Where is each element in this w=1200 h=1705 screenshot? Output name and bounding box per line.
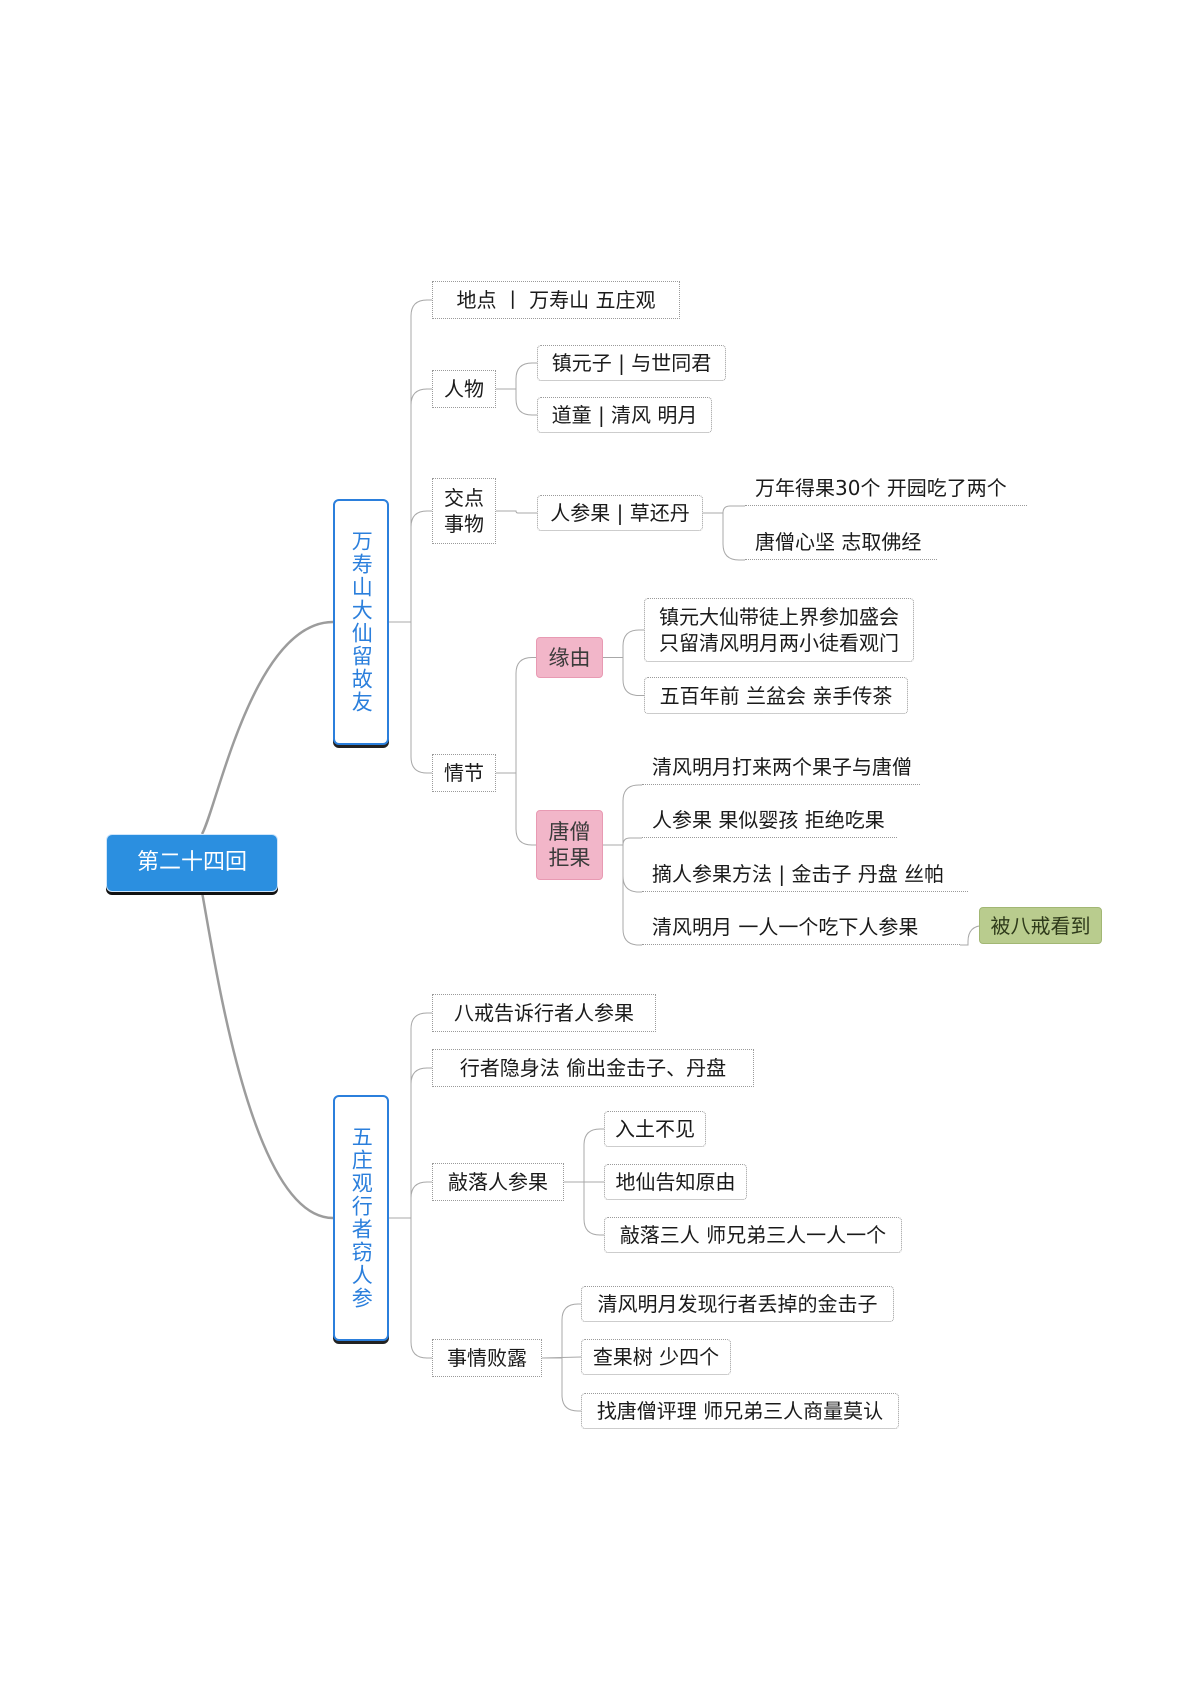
topic-found-hammer[interactable]: 清风明月发现行者丢掉的金击子 <box>581 1286 894 1322</box>
subtopic-label: 事情败露 <box>447 1346 527 1370</box>
topic-daotong[interactable]: 道童 | 清风 明月 <box>537 397 712 433</box>
topic-500-years-ago[interactable]: 五百年前 兰盆会 亲手传茶 <box>644 677 908 714</box>
topic-eaten[interactable]: 清风明月 一人一个吃下人参果 <box>642 909 960 945</box>
subtopic-invisibility[interactable]: 行者隐身法 偷出金击子、丹盘 <box>432 1049 754 1087</box>
root-topic-label: 第二十四回 <box>136 850 247 875</box>
topic-label: 敲落三人 师兄弟三人一人一个 <box>619 1223 887 1247</box>
topic-label: 清风明月打来两个果子与唐僧 <box>652 754 912 779</box>
topic-seen-by-bajie[interactable]: 被八戒看到 <box>979 907 1102 944</box>
subtopic-bajie-tells[interactable]: 八戒告诉行者人参果 <box>432 994 656 1032</box>
topic-renshenguo[interactable]: 人参果 | 草还丹 <box>537 495 703 531</box>
connector-line <box>542 1357 581 1412</box>
topic-reason[interactable]: 缘由 <box>536 637 603 678</box>
connector-line <box>496 388 537 416</box>
topic-fruit-count[interactable]: 万年得果30个 开园吃了两个 <box>745 470 1027 506</box>
topic-label: 清风明月 一人一个吃下人参果 <box>652 914 919 939</box>
subtopic-label: 敲落人参果 <box>448 1170 548 1194</box>
connector-line <box>496 657 536 774</box>
connector-line <box>389 510 432 623</box>
topic-four-missing[interactable]: 查果树 少四个 <box>581 1339 731 1375</box>
subtopic-knock-fruit[interactable]: 敲落人参果 <box>432 1163 564 1201</box>
topic-label: 道童 | 清风 明月 <box>551 403 698 427</box>
subtopic-key-items[interactable]: 交点 事物 <box>432 478 496 544</box>
connector-line <box>389 1217 432 1359</box>
topic-label: 清风明月发现行者丢掉的金击子 <box>597 1292 878 1316</box>
connector-line <box>389 388 432 623</box>
topic-tang-refuses[interactable]: 唐僧 拒果 <box>536 810 603 880</box>
connector-line <box>542 1303 581 1359</box>
topic-label: 找唐僧评理 师兄弟三人商量莫认 <box>596 1399 884 1423</box>
topic-label: 镇元子 | 与世同君 <box>551 351 712 375</box>
topic-label: 摘人参果方法 | 金击子 丹盘 丝帕 <box>652 861 945 886</box>
connector-line <box>603 657 644 696</box>
connector-line <box>389 1181 432 1219</box>
topic-label: 缘由 <box>548 645 591 670</box>
subtopic-label: 情节 <box>444 761 484 785</box>
connector-line <box>603 844 642 946</box>
topic-label: 查果树 少四个 <box>592 1345 720 1369</box>
connector-line <box>603 837 642 846</box>
connector-line <box>564 1128 604 1183</box>
connector-line <box>200 891 334 1220</box>
connector-line <box>389 299 432 623</box>
connector-line <box>603 629 644 658</box>
subtopic-plot[interactable]: 情节 <box>432 754 496 792</box>
subtopic-characters[interactable]: 人物 <box>432 370 496 408</box>
branch-topic-label: 万寿山大仙留故友 <box>349 530 374 714</box>
topic-three-fruits[interactable]: 敲落三人 师兄弟三人一人一个 <box>604 1217 902 1253</box>
connector-line <box>541 1356 582 1359</box>
topic-label-line: 唐僧 <box>548 820 591 844</box>
topic-label: 人参果 果似婴孩 拒绝吃果 <box>652 807 885 832</box>
topic-label: 五百年前 兰盆会 亲手传茶 <box>659 683 893 708</box>
connector-line <box>389 1067 432 1219</box>
topic-into-earth[interactable]: 入土不见 <box>604 1111 706 1147</box>
connector-line <box>389 1012 432 1219</box>
connector-line <box>389 621 432 774</box>
topic-label: 地仙告知原由 <box>615 1170 736 1194</box>
topic-label-line: 只留清风明月两小徒看观门 <box>659 631 899 655</box>
connector-line <box>564 1181 604 1236</box>
connector-line <box>200 620 334 835</box>
branch-topic-wuzhuangguan[interactable]: 五庄观行者窃人参 <box>333 1095 389 1341</box>
topic-label: 万年得果30个 开园吃了两个 <box>755 475 1007 500</box>
topic-confront-tang[interactable]: 找唐僧评理 师兄弟三人商量莫认 <box>581 1393 899 1429</box>
subtopic-label: 八戒告诉行者人参果 <box>454 1001 634 1025</box>
subtopic-label: 人物 <box>444 377 484 401</box>
connector-line <box>603 844 642 893</box>
subtopic-label: 行者隐身法 偷出金击子、丹盘 <box>459 1056 727 1080</box>
connector-line <box>703 512 745 561</box>
subtopic-label-line: 事物 <box>444 512 484 536</box>
topic-zhenyuan-leaves[interactable]: 镇元大仙带徒上界参加盛会 只留清风明月两小徒看观门 <box>644 598 914 662</box>
topic-label: 被八戒看到 <box>990 913 1091 938</box>
topic-earth-god[interactable]: 地仙告知原由 <box>604 1164 747 1200</box>
topic-picking-method[interactable]: 摘人参果方法 | 金击子 丹盘 丝帕 <box>642 856 968 892</box>
topic-zhenyuanzi[interactable]: 镇元子 | 与世同君 <box>537 345 726 381</box>
connector-line <box>603 784 642 846</box>
topic-label: 人参果 | 草还丹 <box>550 501 690 525</box>
topic-label-line: 镇元大仙带徒上界参加盛会 <box>659 605 899 629</box>
connector-line <box>496 510 537 514</box>
root-topic[interactable]: 第二十四回 <box>106 834 278 892</box>
connector-line <box>496 772 536 846</box>
subtopic-exposed[interactable]: 事情败露 <box>432 1339 542 1377</box>
topic-label: 入土不见 <box>615 1117 695 1141</box>
topic-label-line: 拒果 <box>548 846 591 870</box>
connector-line <box>703 505 745 514</box>
subtopic-label: 地点 丨 万寿山 五庄观 <box>456 288 656 312</box>
branch-topic-wanshoushan[interactable]: 万寿山大仙留故友 <box>333 499 389 745</box>
subtopic-label-line: 交点 <box>444 486 484 510</box>
topic-fruit-like-baby[interactable]: 人参果 果似婴孩 拒绝吃果 <box>642 802 897 838</box>
branch-topic-label: 五庄观行者窃人参 <box>349 1126 374 1310</box>
connector-line <box>496 362 537 390</box>
topic-label: 唐僧心坚 志取佛经 <box>755 529 922 554</box>
topic-fruits-offered[interactable]: 清风明月打来两个果子与唐僧 <box>642 749 920 785</box>
subtopic-location[interactable]: 地点 丨 万寿山 五庄观 <box>432 281 680 319</box>
topic-tang-resolve[interactable]: 唐僧心坚 志取佛经 <box>745 524 937 560</box>
